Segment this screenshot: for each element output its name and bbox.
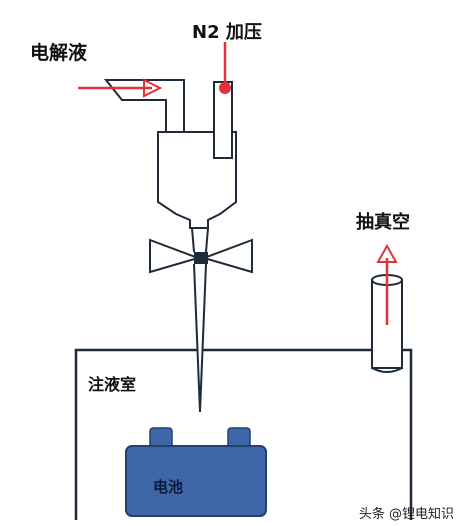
watermark: 头条 @锂电知识 xyxy=(358,507,454,522)
electrolyte-label: 电解液 xyxy=(30,42,88,64)
battery xyxy=(125,427,267,517)
injection-needle xyxy=(190,227,210,413)
n2-arrow xyxy=(219,42,231,94)
n2-tube xyxy=(213,81,233,159)
injection-chamber-outline xyxy=(74,348,413,520)
vacuum-arrow xyxy=(376,243,398,325)
battery-label: 电池 xyxy=(153,478,184,496)
injection-chamber-label: 注液室 xyxy=(88,375,137,394)
electrolyte-arrow xyxy=(78,78,163,98)
valve xyxy=(149,238,253,274)
n2-pressure-label: N2 加压 xyxy=(192,22,262,43)
vacuum-label: 抽真空 xyxy=(356,212,410,233)
